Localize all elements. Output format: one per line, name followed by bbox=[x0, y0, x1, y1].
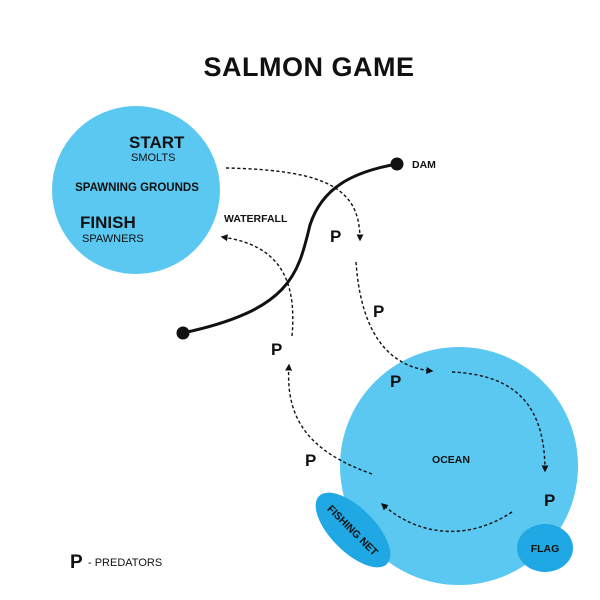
river-end-dot bbox=[176, 326, 190, 340]
flag-label: FLAG bbox=[531, 543, 560, 555]
legend-symbol: P bbox=[70, 552, 83, 573]
predator-marker-4: P bbox=[271, 340, 282, 359]
spawners-label: SPAWNERS bbox=[82, 233, 144, 245]
ocean-label: OCEAN bbox=[432, 454, 470, 466]
arrow-ocean-right bbox=[451, 371, 549, 473]
predator-marker-5: P bbox=[305, 451, 316, 470]
river-line bbox=[181, 162, 399, 335]
start-label: START bbox=[129, 133, 185, 152]
predator-marker-1: P bbox=[330, 227, 341, 246]
dam-dot bbox=[390, 157, 404, 171]
predator-marker-3: P bbox=[390, 372, 401, 391]
fishing-net-shape bbox=[315, 492, 391, 568]
ocean-circle bbox=[340, 347, 578, 585]
arrow-to-ocean bbox=[355, 261, 434, 374]
dam-label: DAM bbox=[412, 159, 436, 171]
spawning-grounds-circle bbox=[52, 106, 220, 274]
spawning-grounds-label: SPAWNING GROUNDS bbox=[75, 182, 199, 194]
legend-text: - PREDATORS bbox=[88, 557, 162, 569]
arrow-out-to-waterfall bbox=[225, 167, 364, 242]
predator-marker-6: P bbox=[544, 491, 555, 510]
predator-marker-2: P bbox=[373, 302, 384, 321]
waterfall-label: WATERFALL bbox=[224, 213, 288, 225]
flag-shape bbox=[517, 524, 573, 572]
finish-label: FINISH bbox=[80, 213, 136, 232]
page-title: SALMON GAME bbox=[204, 52, 415, 82]
arrow-return-to-spawning bbox=[220, 234, 294, 337]
smolts-label: SMOLTS bbox=[131, 152, 175, 164]
arrow-return-from-ocean bbox=[285, 363, 373, 475]
arrow-ocean-bottom bbox=[380, 503, 513, 533]
